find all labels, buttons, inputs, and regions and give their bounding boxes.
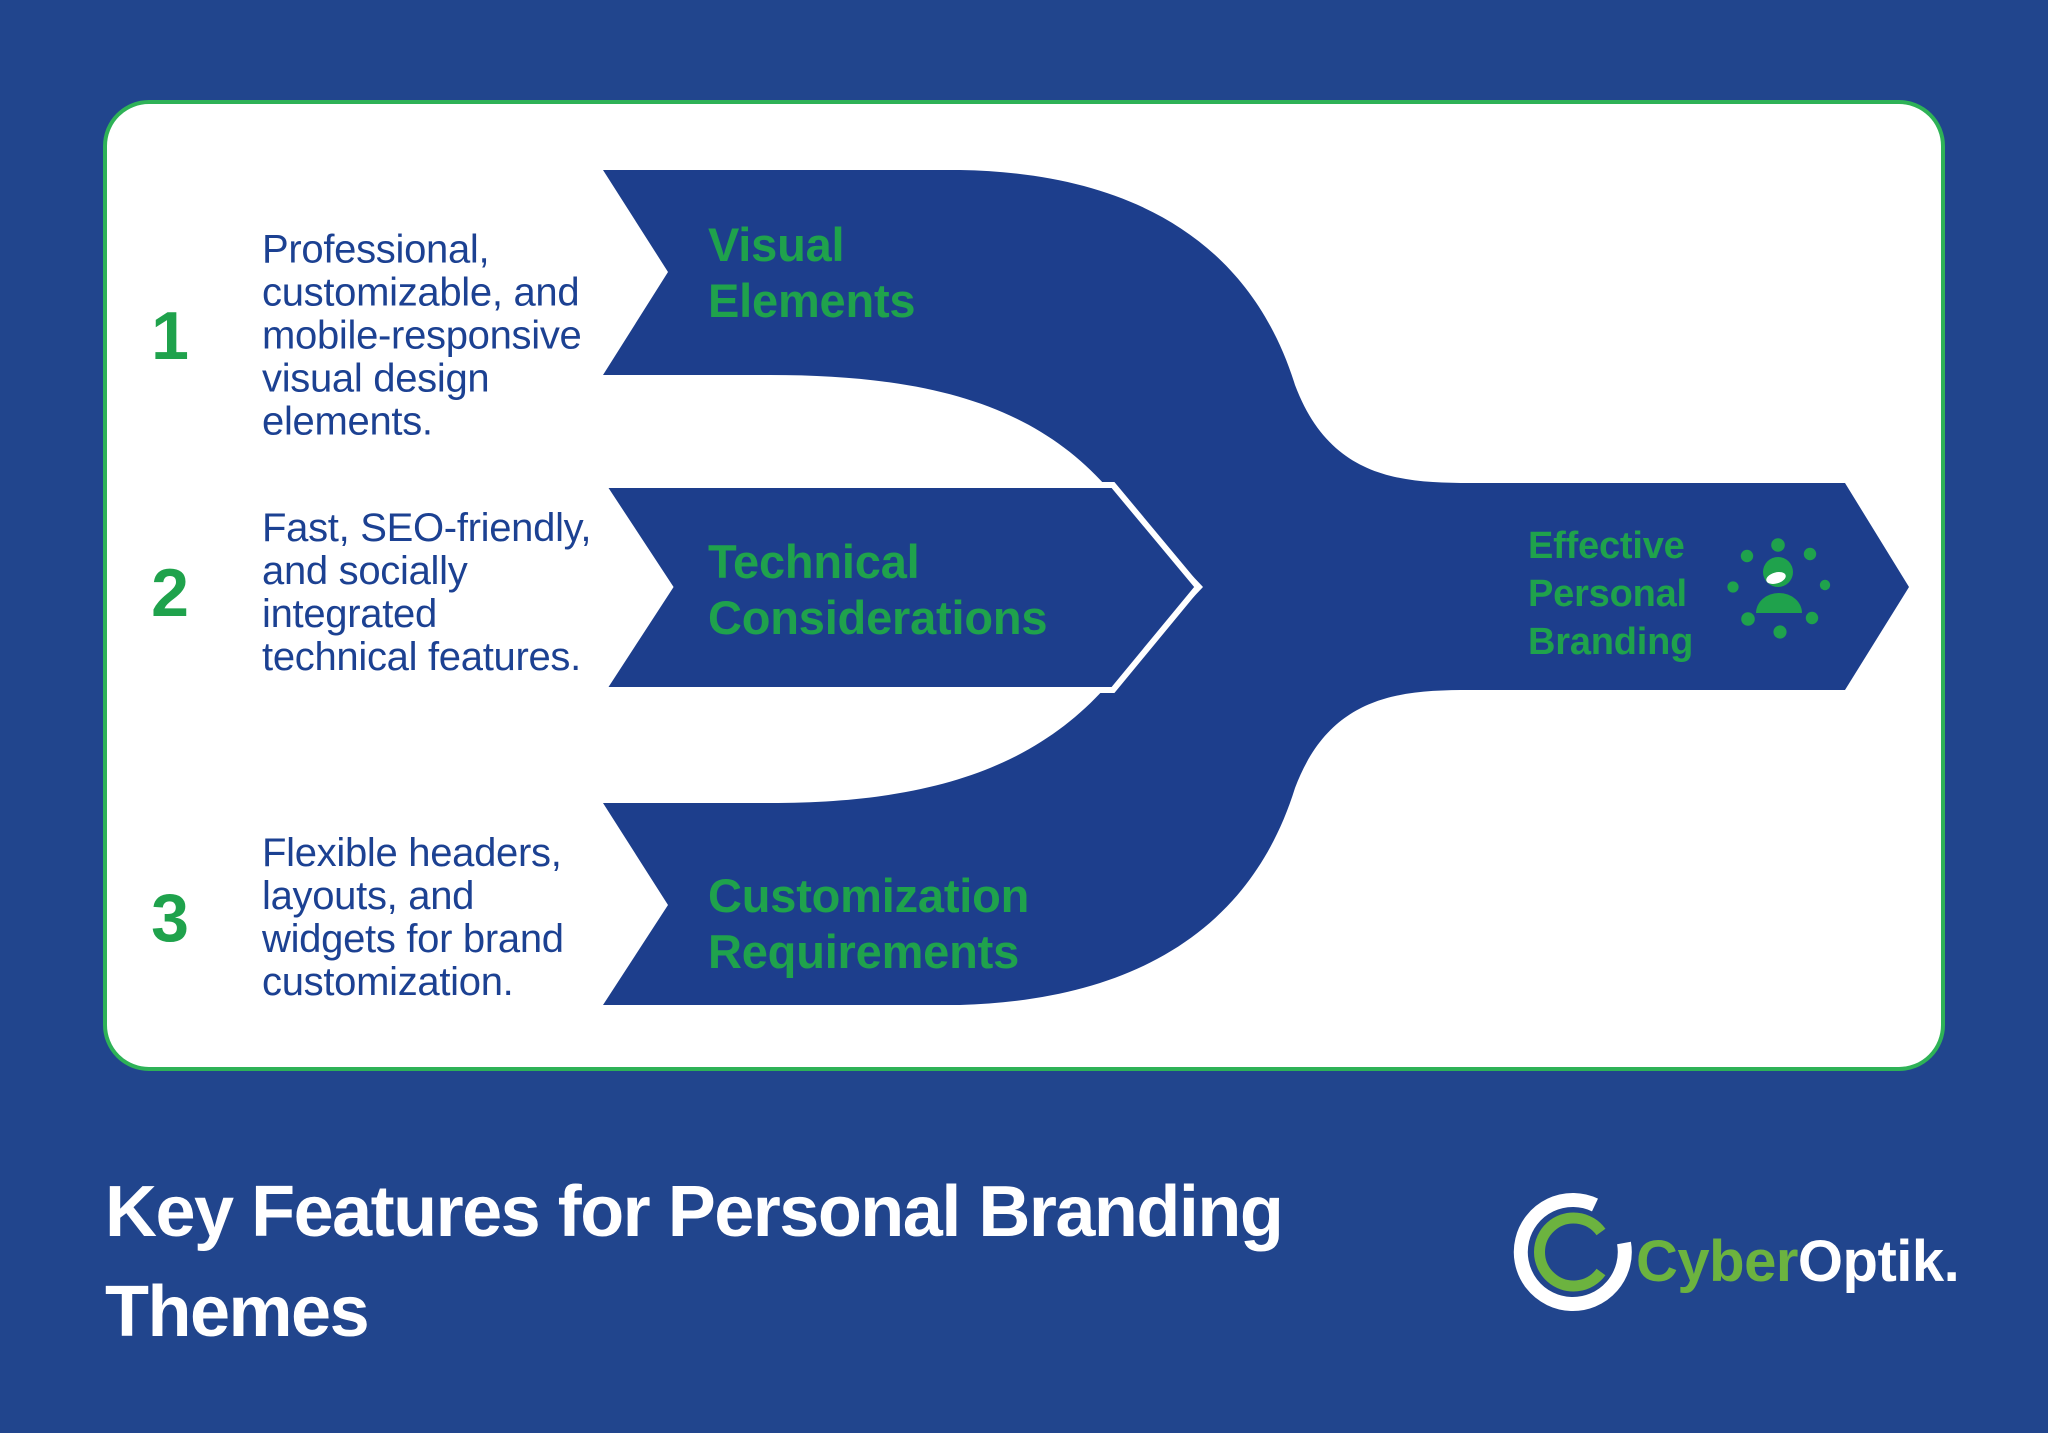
band-label-technical-considerations: Technical Considerations (708, 535, 1048, 644)
step-number-1: 1 (151, 298, 189, 374)
logo-text-optik: Optik. (1797, 1229, 1960, 1294)
step-description-3: Flexible headers, layouts, and widgets f… (262, 831, 564, 1004)
step-number-2: 2 (151, 555, 189, 631)
band-label-customization-requirements: Customization Requirements (708, 869, 1030, 978)
step-description-1: Professional, customizable, and mobile-r… (262, 227, 582, 444)
band-label-visual-elements: Visual Elements (708, 218, 916, 327)
step-description-2: Fast, SEO-friendly, and socially integra… (262, 506, 592, 679)
cyberoptik-ring-mark (1513, 1193, 1632, 1311)
result-label: Effective Personal Branding (1528, 525, 1694, 663)
step-number-3: 3 (151, 880, 189, 956)
logo-text-cyber: Cyber (1636, 1229, 1798, 1294)
page-title: Key Features for Personal Branding Theme… (105, 1172, 1284, 1352)
